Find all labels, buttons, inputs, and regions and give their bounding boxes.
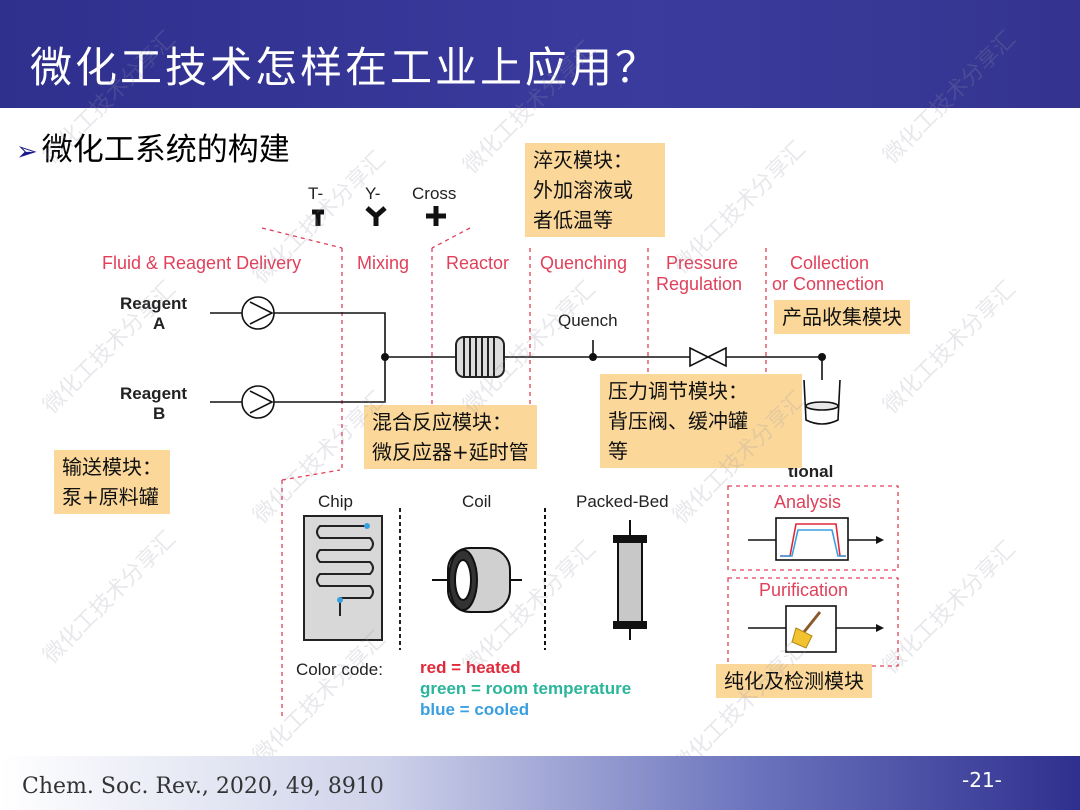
packed-bed-label: Packed-Bed — [576, 492, 669, 511]
note-delivery-line2: 泵+原料罐 — [62, 485, 159, 509]
coil-label: Coil — [462, 492, 492, 511]
mixer-label-t: T- — [308, 184, 324, 203]
color-code-red: red = heated — [420, 658, 521, 677]
purification-label: Purification — [759, 580, 849, 600]
coil-icon — [432, 508, 546, 650]
mixer-label-y: Y- — [365, 184, 381, 203]
pump-b-icon — [241, 385, 275, 419]
note-pressure-line1: 压力调节模块： — [608, 379, 748, 403]
coil-reactor-icon — [455, 336, 505, 378]
analysis-label: Analysis — [774, 492, 842, 512]
note-pressure: 压力调节模块： 背压阀、缓冲罐 等 — [600, 374, 802, 468]
pump-icons — [241, 296, 275, 419]
quench-label: Quench — [558, 311, 618, 330]
stage-label-mixing: Mixing — [357, 253, 410, 273]
stage-label-regulation: Regulation — [656, 274, 743, 294]
bullet-arrow-icon: ➢ — [16, 137, 38, 167]
analysis-icon — [748, 517, 884, 561]
reagent-a-letter: A — [153, 314, 166, 333]
color-code-label: Color code: — [296, 660, 383, 679]
citation: Chem. Soc. Rev., 2020, 49, 8910 — [22, 774, 384, 799]
note-purification: 纯化及检测模块 — [716, 664, 872, 698]
note-mixing-line1: 混合反应模块： — [372, 410, 512, 434]
stage-label-reactor: Reactor — [446, 253, 510, 273]
mixer-label-cross: Cross — [412, 184, 457, 203]
page-number: -21- — [962, 768, 1002, 792]
note-quench-line1: 淬灭模块： — [533, 148, 633, 172]
cross-mixer-icon — [426, 206, 446, 226]
reagent-b-letter: B — [153, 404, 166, 423]
t-mixer-icon — [312, 209, 324, 226]
stage-label-collection: Collection — [790, 253, 870, 273]
footer-bar: Chem. Soc. Rev., 2020, 49, 8910 -21- — [0, 756, 1080, 810]
stage-label-quenching: Quenching — [540, 253, 628, 273]
pump-a-icon — [241, 296, 275, 330]
stage-label-pressure: Pressure — [666, 253, 739, 273]
note-pressure-line2: 背压阀、缓冲罐 — [608, 409, 748, 433]
note-quench-line2: 外加溶液或 — [533, 178, 633, 202]
reagent-b-label: Reagent — [120, 384, 188, 403]
note-delivery-line1: 输送模块： — [62, 455, 162, 479]
mixer-icons — [312, 206, 446, 226]
note-collection: 产品收集模块 — [774, 300, 910, 334]
valve-icon — [689, 346, 727, 368]
note-quench: 淬灭模块： 外加溶液或 者低温等 — [525, 143, 665, 237]
purification-icon — [748, 605, 884, 653]
color-code-blue: blue = cooled — [420, 700, 530, 719]
subtitle: ➢微化工系统的构建 — [16, 124, 290, 169]
note-quench-line3: 者低温等 — [533, 208, 613, 232]
packed-bed-icon — [613, 520, 647, 640]
stage-label-connection: or Connection — [772, 274, 885, 294]
note-pressure-line3: 等 — [608, 439, 628, 463]
note-delivery: 输送模块： 泵+原料罐 — [54, 450, 170, 514]
reagent-a-label: Reagent — [120, 294, 188, 313]
color-code-green: green = room temperature — [420, 679, 632, 698]
page-title: 微化工技术怎样在工业上应用？ — [30, 43, 661, 92]
y-mixer-icon — [365, 206, 387, 226]
header-bar: 微化工技术怎样在工业上应用？ — [0, 0, 1080, 108]
subtitle-text: 微化工系统的构建 — [41, 132, 290, 168]
note-mixing: 混合反应模块： 微反应器+延时管 — [364, 405, 537, 469]
beaker-icon — [803, 379, 841, 425]
stage-label-delivery: Fluid & Reagent Delivery — [102, 253, 302, 273]
note-mixing-line2: 微反应器+延时管 — [372, 440, 529, 464]
chip-reactor-icon — [303, 508, 401, 650]
chip-label: Chip — [318, 492, 353, 511]
